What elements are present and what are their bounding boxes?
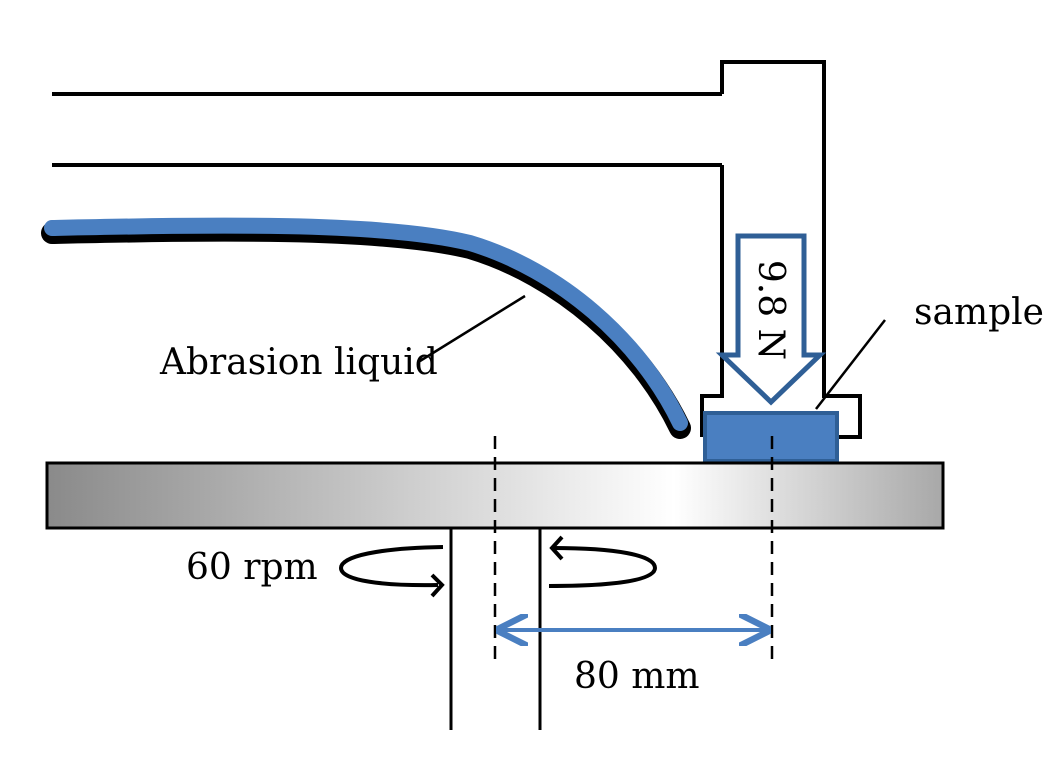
center-lines: [493, 436, 774, 665]
sample-label: sample: [914, 292, 1044, 333]
rotation-arrow-right-head: [549, 535, 564, 561]
liquid-tube: [44, 217, 688, 431]
holder-arm: [52, 60, 862, 439]
distance-label: 80 mm: [574, 656, 700, 697]
load-label: 9.8 N: [750, 260, 791, 360]
rotation-arrow-left-curve: [338, 545, 444, 588]
rotation-arrow-left: [338, 545, 445, 598]
rotation-arrow-right: [548, 535, 658, 588]
holder-outline: [700, 60, 862, 439]
sample-leader-line: [815, 319, 886, 410]
rotation-arrow-right-curve: [548, 546, 658, 588]
rotation-arrow-left-head: [430, 573, 445, 598]
liquid-tube-shadow: [41, 219, 691, 439]
abrasion-liquid-leader-line: [419, 294, 526, 363]
load-arrow: [715, 233, 827, 406]
abrasion-liquid-label: Abrasion liquid: [159, 342, 438, 383]
speed-label: 60 rpm: [186, 547, 318, 588]
rotating-disk: [45, 461, 945, 530]
